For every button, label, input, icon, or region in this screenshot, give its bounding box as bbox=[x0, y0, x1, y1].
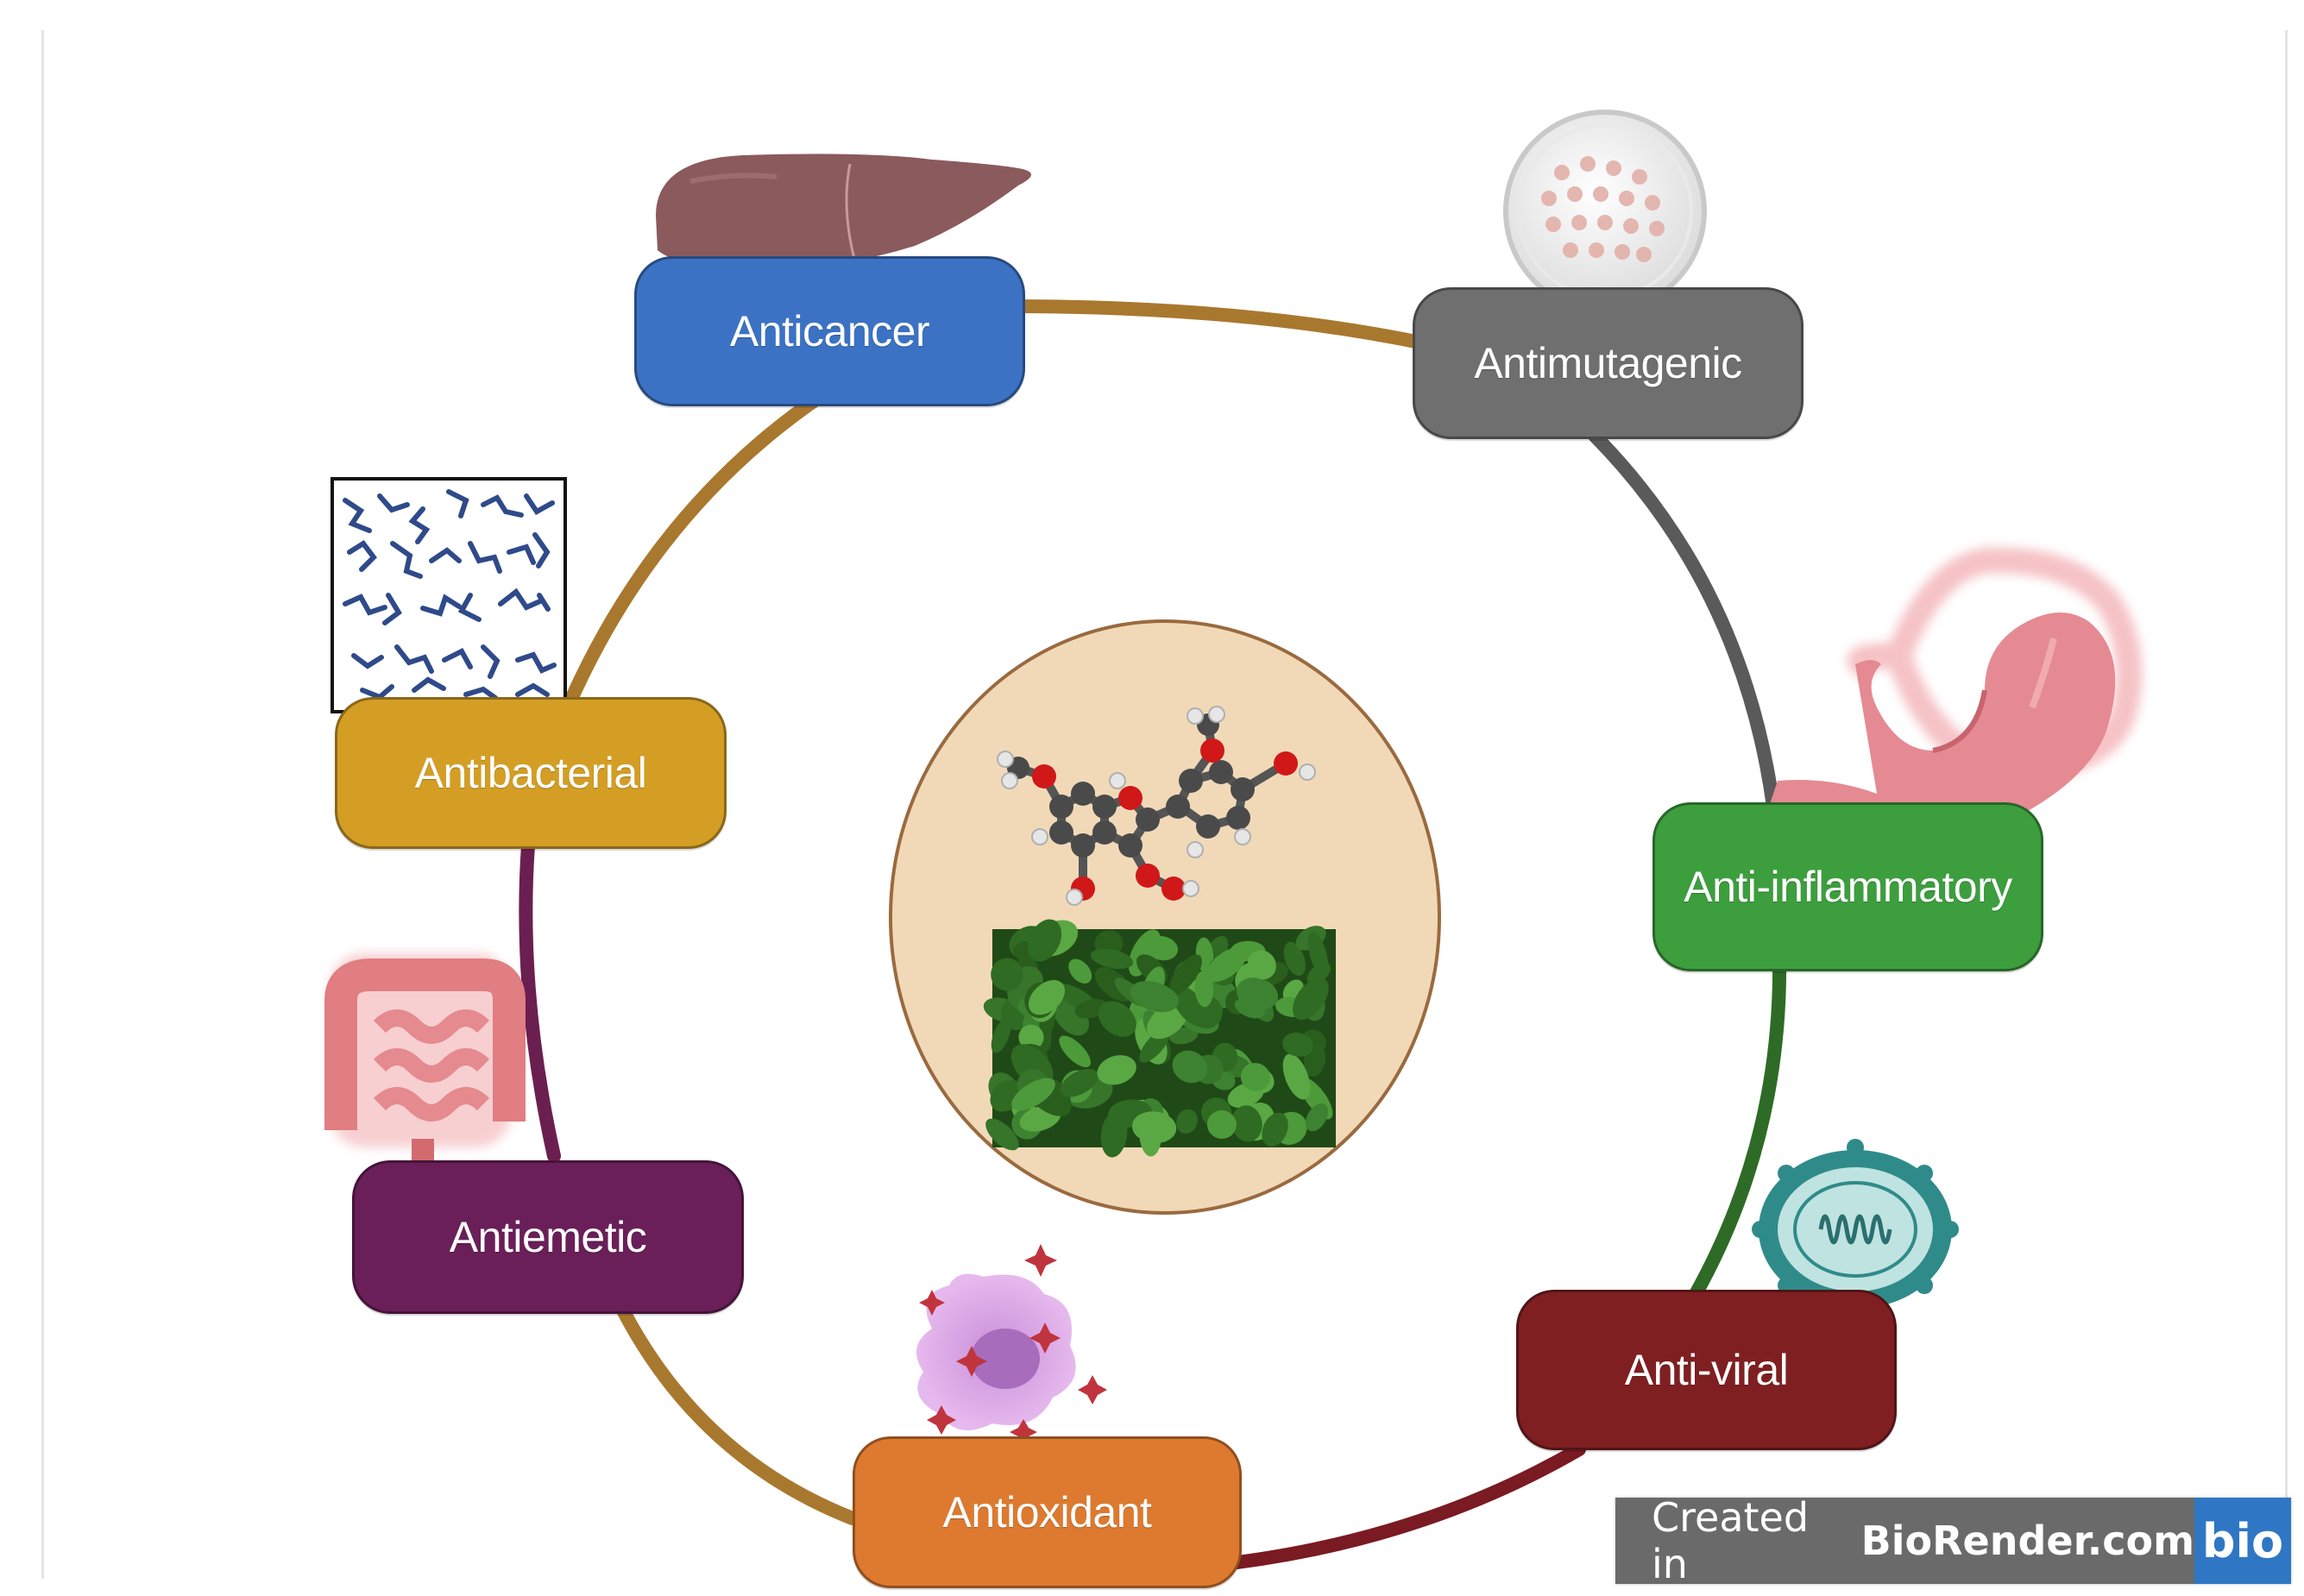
watermark-text: Created in BioRender.com bbox=[1615, 1494, 2194, 1587]
leaf bbox=[1060, 1068, 1098, 1097]
leaf bbox=[1194, 971, 1214, 1008]
biorender-logo: bio bbox=[2194, 1498, 2291, 1584]
leaf bbox=[1090, 948, 1134, 970]
leaf bbox=[1131, 1111, 1177, 1144]
leaf bbox=[1234, 998, 1266, 1019]
connector-antioxidant-antiemetic bbox=[614, 1300, 859, 1525]
molecule-icon bbox=[997, 706, 1316, 906]
stomach-icon bbox=[1769, 547, 2143, 833]
node-antibacterial[interactable]: Antibacterial bbox=[335, 697, 727, 849]
node-antiemetic[interactable]: Antiemetic bbox=[352, 1160, 744, 1314]
right-frame-line bbox=[2285, 30, 2288, 1579]
leaf bbox=[1128, 929, 1161, 977]
biorender-watermark[interactable]: Created in BioRender.com bio bbox=[1615, 1494, 2291, 1587]
leaf bbox=[1306, 963, 1331, 984]
node-antiemetic-label: Antiemetic bbox=[449, 1213, 647, 1261]
node-antiviral-label: Anti-viral bbox=[1624, 1346, 1789, 1394]
leaf bbox=[1011, 1078, 1055, 1111]
leaf bbox=[1206, 946, 1247, 983]
leaf bbox=[1206, 1109, 1237, 1140]
leaf bbox=[1028, 980, 1066, 1015]
node-antiinflammatory[interactable]: Anti-inflammatory bbox=[1652, 802, 2043, 971]
leaf bbox=[1282, 1053, 1311, 1100]
bacteria-icon bbox=[330, 477, 567, 713]
leaf bbox=[1231, 1105, 1262, 1142]
leaf bbox=[1247, 950, 1276, 980]
leaf bbox=[1172, 1050, 1208, 1084]
node-antioxidant-label: Antioxidant bbox=[942, 1488, 1152, 1536]
leaf bbox=[991, 1018, 1011, 1053]
leaf bbox=[1306, 1103, 1328, 1132]
leaf bbox=[985, 1118, 1019, 1151]
leaf bbox=[1098, 1001, 1136, 1037]
connector-anticancer-antimutagenic bbox=[1003, 299, 1439, 352]
leaf bbox=[1130, 981, 1180, 1013]
leaf bbox=[1240, 1063, 1271, 1091]
connector-antibacterial-anticancer bbox=[563, 390, 827, 710]
connector-antiemetic-antibacterial bbox=[519, 839, 561, 1163]
leaf bbox=[1283, 941, 1306, 977]
connectors bbox=[519, 299, 1787, 1573]
node-antiviral[interactable]: Anti-viral bbox=[1516, 1290, 1897, 1450]
plant-leaves-icon bbox=[983, 919, 1336, 1158]
leaf bbox=[1147, 1002, 1188, 1040]
connector-antimutagenic-antiinflammatory bbox=[1588, 429, 1780, 814]
node-antioxidant[interactable]: Antioxidant bbox=[853, 1436, 1242, 1588]
node-antimutagenic[interactable]: Antimutagenic bbox=[1413, 287, 1804, 439]
watermark-prefix: Created in bbox=[1652, 1494, 1810, 1587]
node-anticancer-label: Anticancer bbox=[729, 307, 930, 355]
liver-icon bbox=[656, 154, 1031, 270]
leaf bbox=[991, 958, 1023, 991]
intestine-icon bbox=[324, 953, 526, 1191]
node-antimutagenic-label: Antimutagenic bbox=[1474, 339, 1742, 387]
connector-antiinflammatory-antiviral bbox=[1689, 951, 1787, 1301]
node-anticancer[interactable]: Anticancer bbox=[634, 256, 1025, 406]
leaf bbox=[1169, 954, 1202, 995]
node-antibacterial-label: Antibacterial bbox=[414, 749, 647, 797]
leaf bbox=[1027, 919, 1062, 962]
leaf bbox=[1262, 1112, 1288, 1147]
leaf bbox=[1059, 1035, 1092, 1068]
left-frame-line bbox=[41, 30, 44, 1579]
connector-antiviral-antioxidant bbox=[1201, 1442, 1586, 1573]
leaf bbox=[1068, 958, 1092, 984]
leaf bbox=[1172, 985, 1208, 1027]
leaf bbox=[1292, 977, 1329, 1021]
damaged-cell-icon bbox=[916, 1244, 1107, 1445]
watermark-brand: BioRender.com bbox=[1860, 1517, 2194, 1564]
node-antiinflammatory-label: Anti-inflammatory bbox=[1684, 863, 2012, 911]
leaf bbox=[1282, 1032, 1313, 1057]
petri-dish-icon bbox=[1503, 110, 1707, 313]
leaf bbox=[1018, 1024, 1044, 1050]
leaf bbox=[1097, 1055, 1136, 1085]
leaf bbox=[1176, 1109, 1198, 1134]
